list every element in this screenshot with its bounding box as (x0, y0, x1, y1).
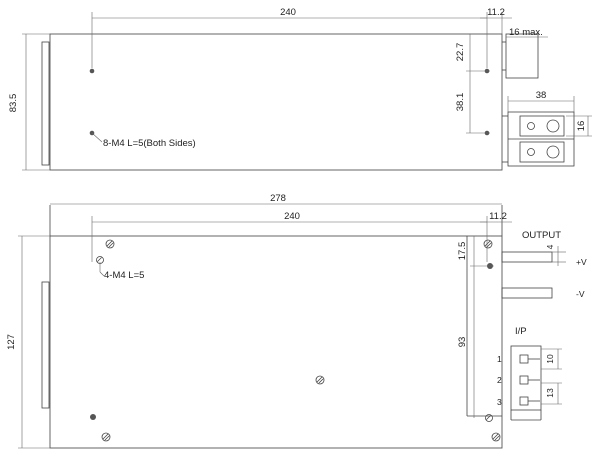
top-view-terminal-cover (505, 33, 539, 79)
top-dim-terminal-width: 38 (536, 90, 547, 101)
bottom-dim-height: 127 (6, 334, 17, 350)
top-view-fan-slot (41, 41, 50, 166)
bottom-view-hole (485, 414, 493, 422)
bottom-view-hole (105, 239, 115, 249)
bottom-view-hole (101, 432, 111, 442)
output-neg: -V (576, 289, 585, 299)
input-connector (510, 345, 542, 421)
bottom-dim-length: 240 (284, 211, 300, 222)
output-terminals (501, 251, 553, 299)
bottom-dim-offset: 11.2 (489, 211, 507, 222)
pin-dim-10: 10 (545, 354, 555, 364)
pin-dim-13: 13 (545, 388, 555, 398)
bottom-view-body (49, 235, 503, 449)
input-pin-3: 3 (497, 397, 502, 407)
bottom-view-hole (483, 239, 493, 249)
input-label: I/P (515, 326, 527, 337)
input-pin-1: 1 (497, 354, 502, 364)
bottom-view-hole (491, 432, 501, 442)
top-dim-offset: 11.2 (487, 7, 505, 18)
top-dim-terminal-height: 16 (576, 121, 587, 132)
bottom-view-fan-slot (41, 281, 50, 409)
top-view-terminal-block (502, 111, 575, 167)
top-dim-length: 240 (280, 7, 296, 18)
top-view: 240 11.2 16 max. 83.5 22.7 38.1 38 16 8-… (8, 7, 592, 171)
top-dim-height: 83.5 (8, 94, 19, 113)
bottom-dim-hole-top: 17.5 (457, 242, 468, 261)
bottom-hole-note: 4-M4 L=5 (104, 270, 144, 281)
bottom-dim-hole-spacing: 93 (457, 337, 468, 348)
top-view-hole (89, 68, 95, 74)
output-label: OUTPUT (522, 230, 561, 241)
output-pos: +V (576, 257, 587, 267)
top-hole-note: 8-M4 L=5(Both Sides) (103, 138, 196, 149)
bottom-dim-total-length: 278 (270, 193, 286, 204)
bottom-view: 278 240 11.2 127 17.5 93 4-M4 L=5 OUTPUT… (6, 193, 587, 449)
output-pin-width: 4 (545, 244, 555, 249)
bottom-view-hole (315, 375, 325, 385)
top-dim-hole-spacing: 38.1 (455, 93, 466, 112)
bottom-view-hole (90, 414, 96, 420)
top-dim-terminal: 16 max. (509, 27, 543, 38)
input-pin-2: 2 (497, 375, 502, 385)
top-view-body (49, 33, 503, 171)
top-dim-hole-top: 22.7 (455, 43, 466, 62)
